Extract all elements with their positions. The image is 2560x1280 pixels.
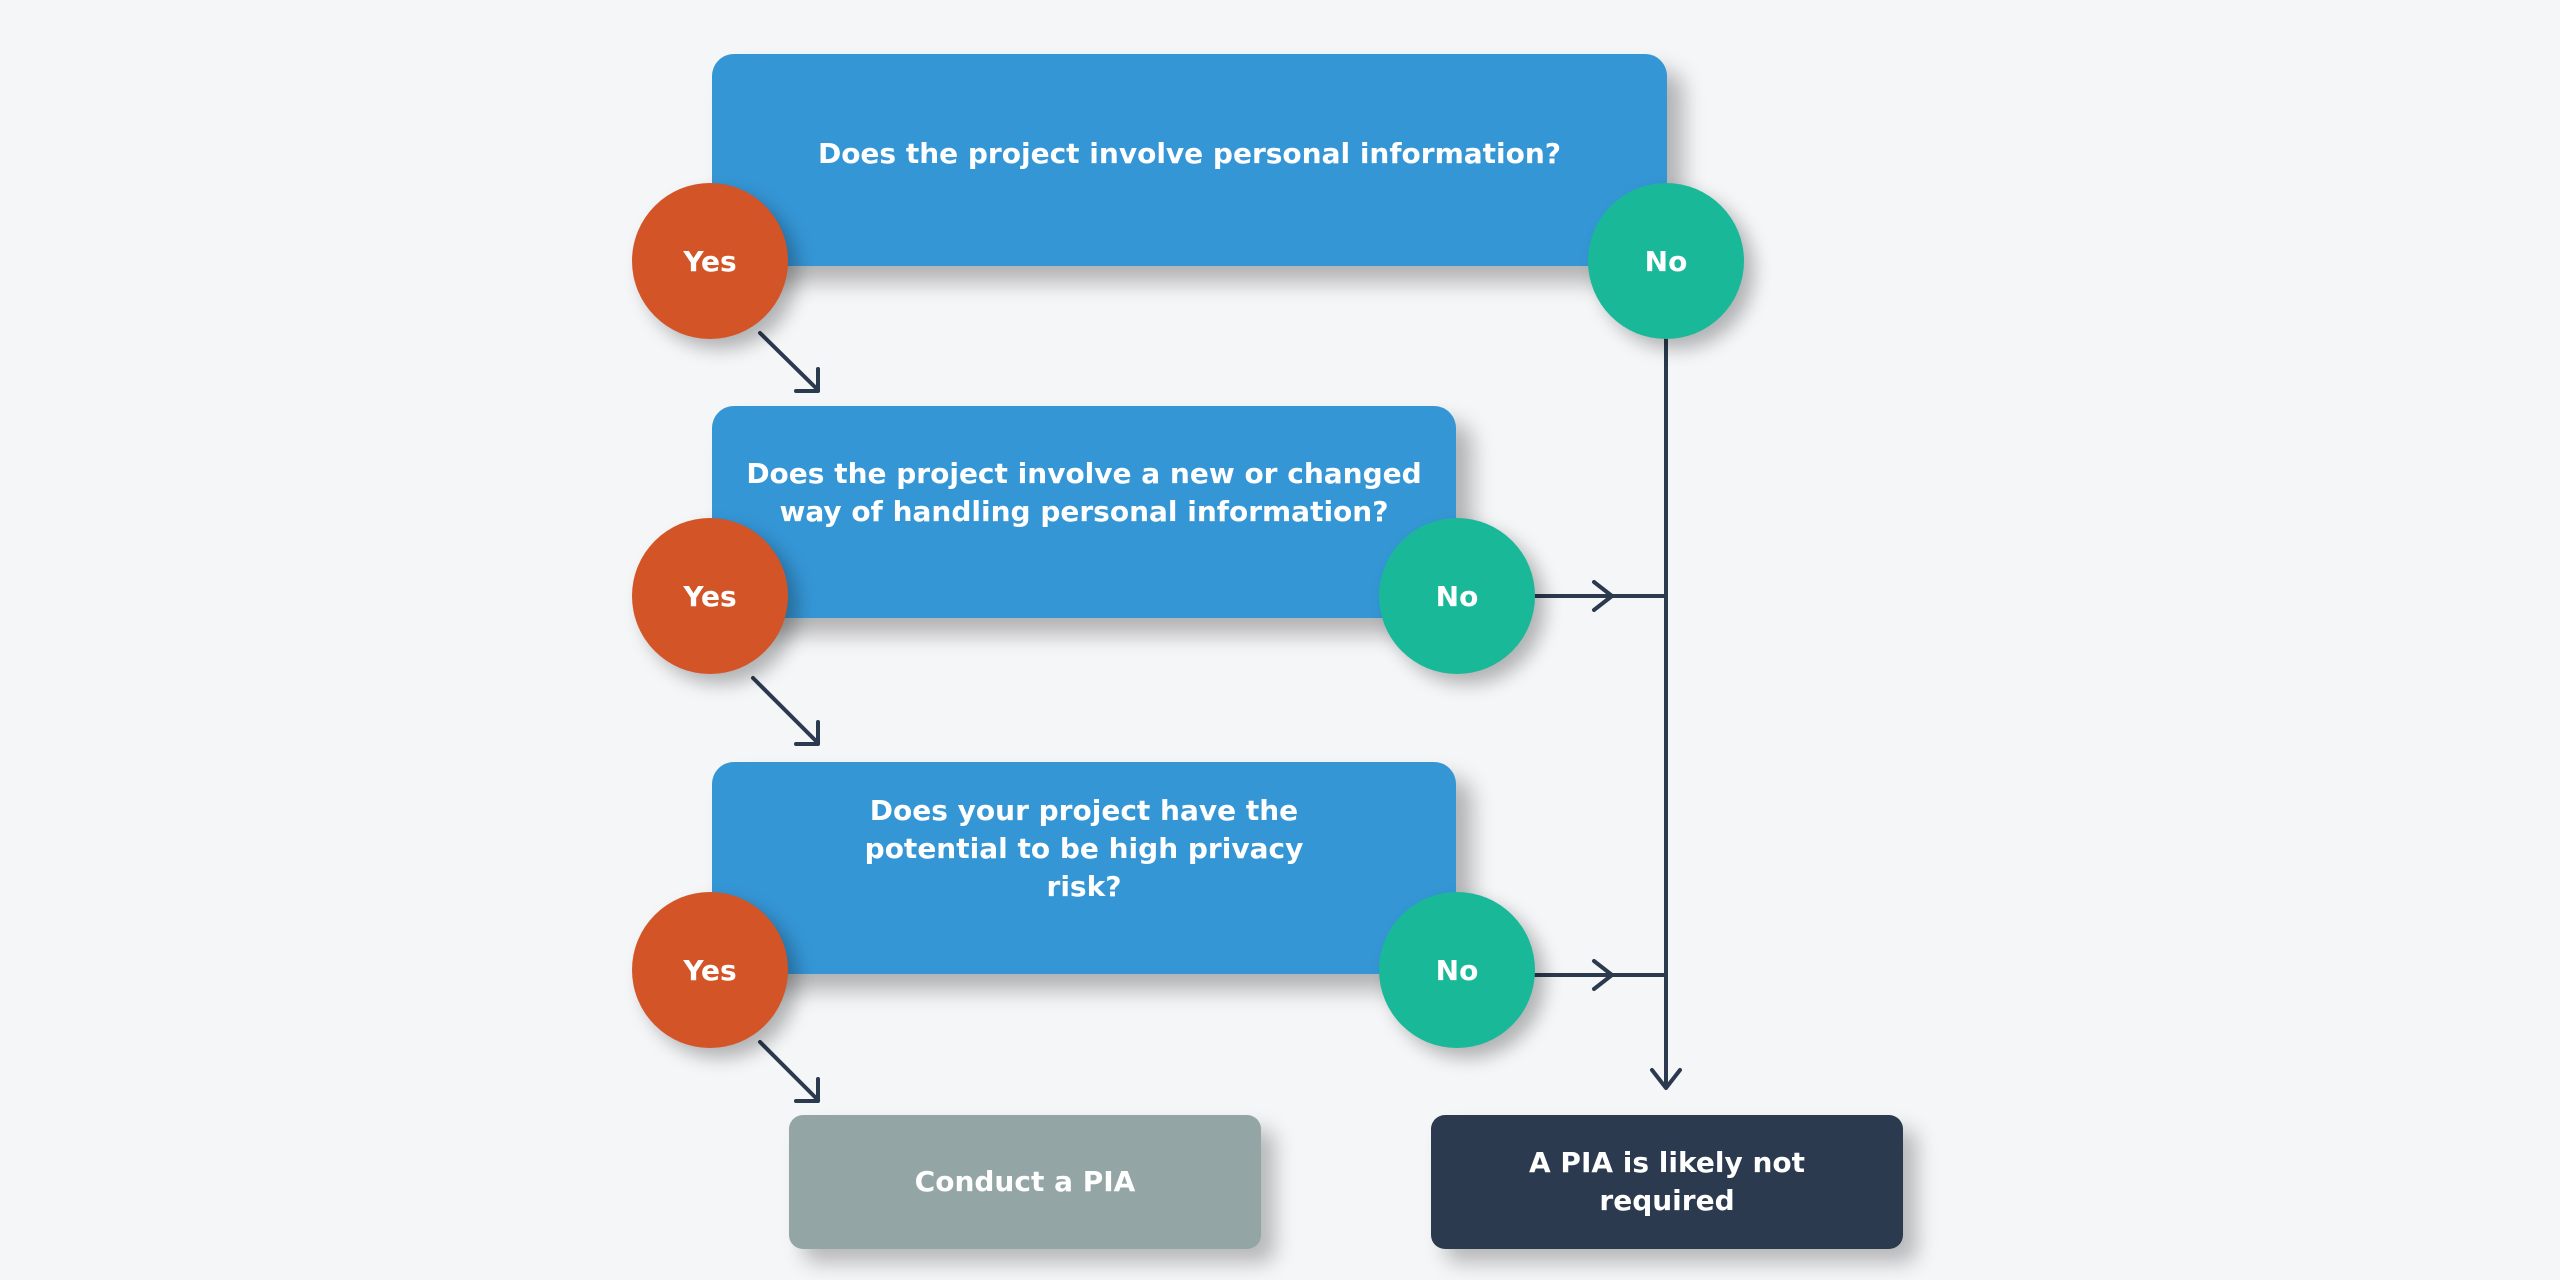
- yes-circle-3: Yes: [632, 892, 788, 1048]
- yes-circle-1: Yes: [632, 183, 788, 339]
- question-box-2: Does the project involve a new or change…: [712, 406, 1456, 618]
- question-box-1: Does the project involve personal inform…: [712, 54, 1667, 266]
- no-circle-2: No: [1379, 518, 1535, 674]
- yes-label-2: Yes: [683, 579, 737, 613]
- yes1-arrowhead: [794, 367, 820, 393]
- yes-label-3: Yes: [683, 953, 737, 987]
- question-3-line-1: Does your project have the: [869, 794, 1299, 827]
- question-3-line-3: risk?: [1046, 870, 1122, 903]
- question-2-text: Does the project involve a new or change…: [746, 455, 1421, 531]
- pia-not-required-text: A PIA is likely not required: [1529, 1144, 1805, 1220]
- pia-not-required-box: A PIA is likely not required: [1431, 1115, 1903, 1249]
- trunk-arrowhead: [1650, 1068, 1682, 1090]
- yes-circle-2: Yes: [632, 518, 788, 674]
- yes2-arrowhead: [794, 720, 820, 746]
- no-label-2: No: [1435, 579, 1479, 613]
- conduct-pia-text: Conduct a PIA: [914, 1165, 1136, 1198]
- no-label-1: No: [1644, 244, 1688, 278]
- pia-not-required-line-2: required: [1599, 1184, 1735, 1217]
- question-3-line-2: potential to be high privacy: [864, 832, 1304, 865]
- question-2-line-2: way of handling personal information?: [779, 495, 1389, 528]
- question-box-3: Does your project have the potential to …: [712, 762, 1456, 974]
- yes3-arrowhead: [794, 1077, 820, 1103]
- yes3-arrow-line: [758, 1040, 820, 1102]
- no2-arrowhead: [1592, 580, 1614, 612]
- no-label-3: No: [1435, 953, 1479, 987]
- yes2-arrow-line: [751, 676, 820, 745]
- pia-not-required-line-1: A PIA is likely not: [1529, 1146, 1805, 1179]
- question-3-text: Does your project have the potential to …: [865, 792, 1304, 906]
- conduct-pia-box: Conduct a PIA: [789, 1115, 1261, 1249]
- question-1-text: Does the project involve personal inform…: [817, 137, 1562, 170]
- yes-label-1: Yes: [683, 244, 737, 278]
- no3-arrowhead: [1592, 959, 1614, 991]
- no-circle-1: No: [1588, 183, 1744, 339]
- no-circle-3: No: [1379, 892, 1535, 1048]
- yes1-arrow-line: [758, 331, 820, 392]
- question-2-line-1: Does the project involve a new or change…: [746, 457, 1422, 490]
